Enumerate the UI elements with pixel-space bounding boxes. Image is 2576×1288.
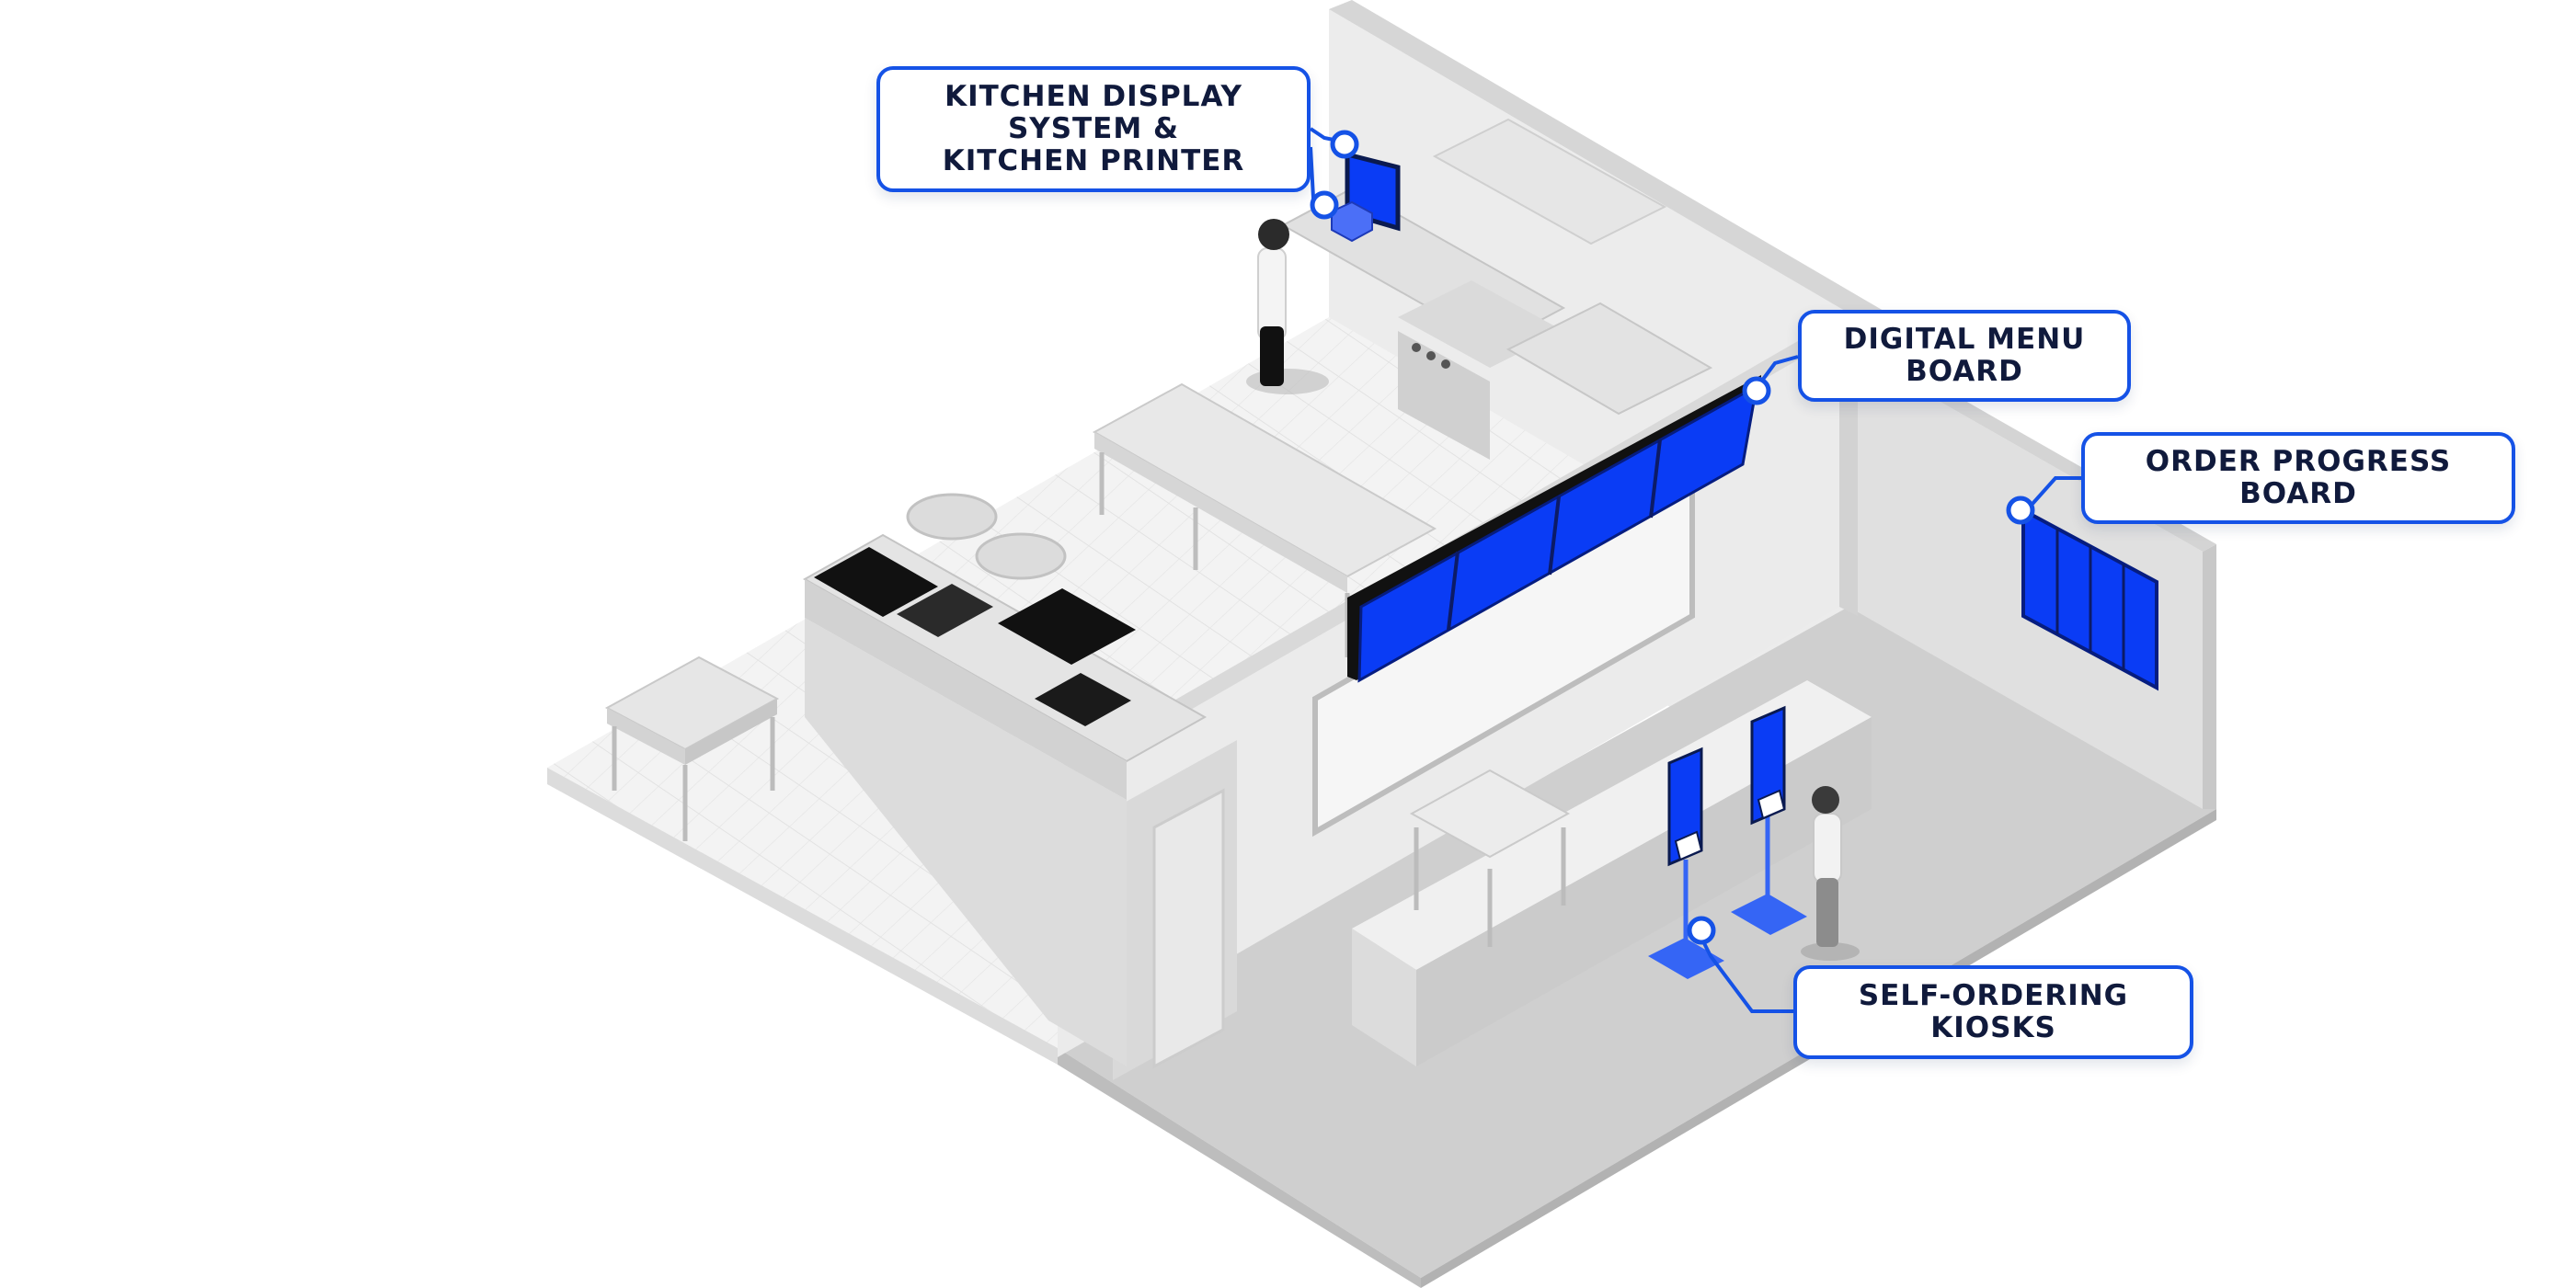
kiosk-icon [1648, 747, 1724, 979]
door-panel [1152, 788, 1225, 1069]
self-ordering-kiosks-callout: SELF-ORDERING KIOSKS [1793, 965, 2193, 1059]
printer-marker [1310, 190, 1339, 220]
menu-board-screen-icon [1347, 375, 1761, 683]
kitchen-floor-edge [547, 768, 1058, 1065]
callout-line: SYSTEM & [1007, 112, 1180, 145]
cooking-line [802, 493, 1208, 1066]
menu-board-marker [1742, 376, 1771, 405]
callout-line: DIGITAL MENU [1843, 323, 2086, 356]
order-board-marker [2006, 496, 2035, 525]
kitchen-printer-icon [1331, 200, 1373, 243]
order-progress-screen-icon [2021, 507, 2158, 691]
prep-table-left [604, 655, 780, 841]
callout-line: KIOSKS [1930, 1011, 2056, 1044]
callout-line: BOARD [2239, 477, 2357, 510]
prep-tables-center [1092, 382, 1437, 657]
service-counter-front [1352, 929, 1416, 1066]
callout-line: KITCHEN DISPLAY [945, 80, 1242, 113]
induction-top [998, 588, 1136, 665]
callout-line: ORDER PROGRESS [2145, 445, 2452, 478]
dining-right-wall-end [2203, 544, 2216, 809]
back-counter-table [1409, 769, 1571, 947]
callout-line: KITCHEN PRINTER [942, 144, 1245, 177]
kiosk-marker [1687, 916, 1716, 945]
dining-floor [1058, 607, 2216, 1278]
pan-2 [975, 532, 1067, 580]
order-progress-board-callout: ORDER PROGRESS BOARD [2081, 432, 2515, 524]
kiosk-icon [1731, 705, 1807, 935]
customer-figure-icon [1801, 786, 1860, 961]
service-counter-top [1352, 680, 1872, 970]
dining-floor-edge [1058, 1048, 1421, 1288]
griddle-top [814, 547, 938, 617]
callout-line: SELF-ORDERING [1858, 979, 2129, 1012]
kitchen-display-callout: KITCHEN DISPLAY SYSTEM & KITCHEN PRINTER [876, 66, 1311, 192]
pan-1 [906, 493, 998, 541]
digital-menu-board-callout: DIGITAL MENU BOARD [1798, 310, 2131, 402]
kitchen-floor-tiles [547, 317, 1766, 1048]
kitchen-back-wall-top [1329, 0, 1895, 329]
chef-figure-icon [1246, 219, 1329, 394]
kds-marker [1330, 130, 1359, 159]
callout-line: BOARD [1906, 355, 2023, 388]
fryer-top [897, 584, 993, 637]
burner-top [1035, 673, 1131, 726]
